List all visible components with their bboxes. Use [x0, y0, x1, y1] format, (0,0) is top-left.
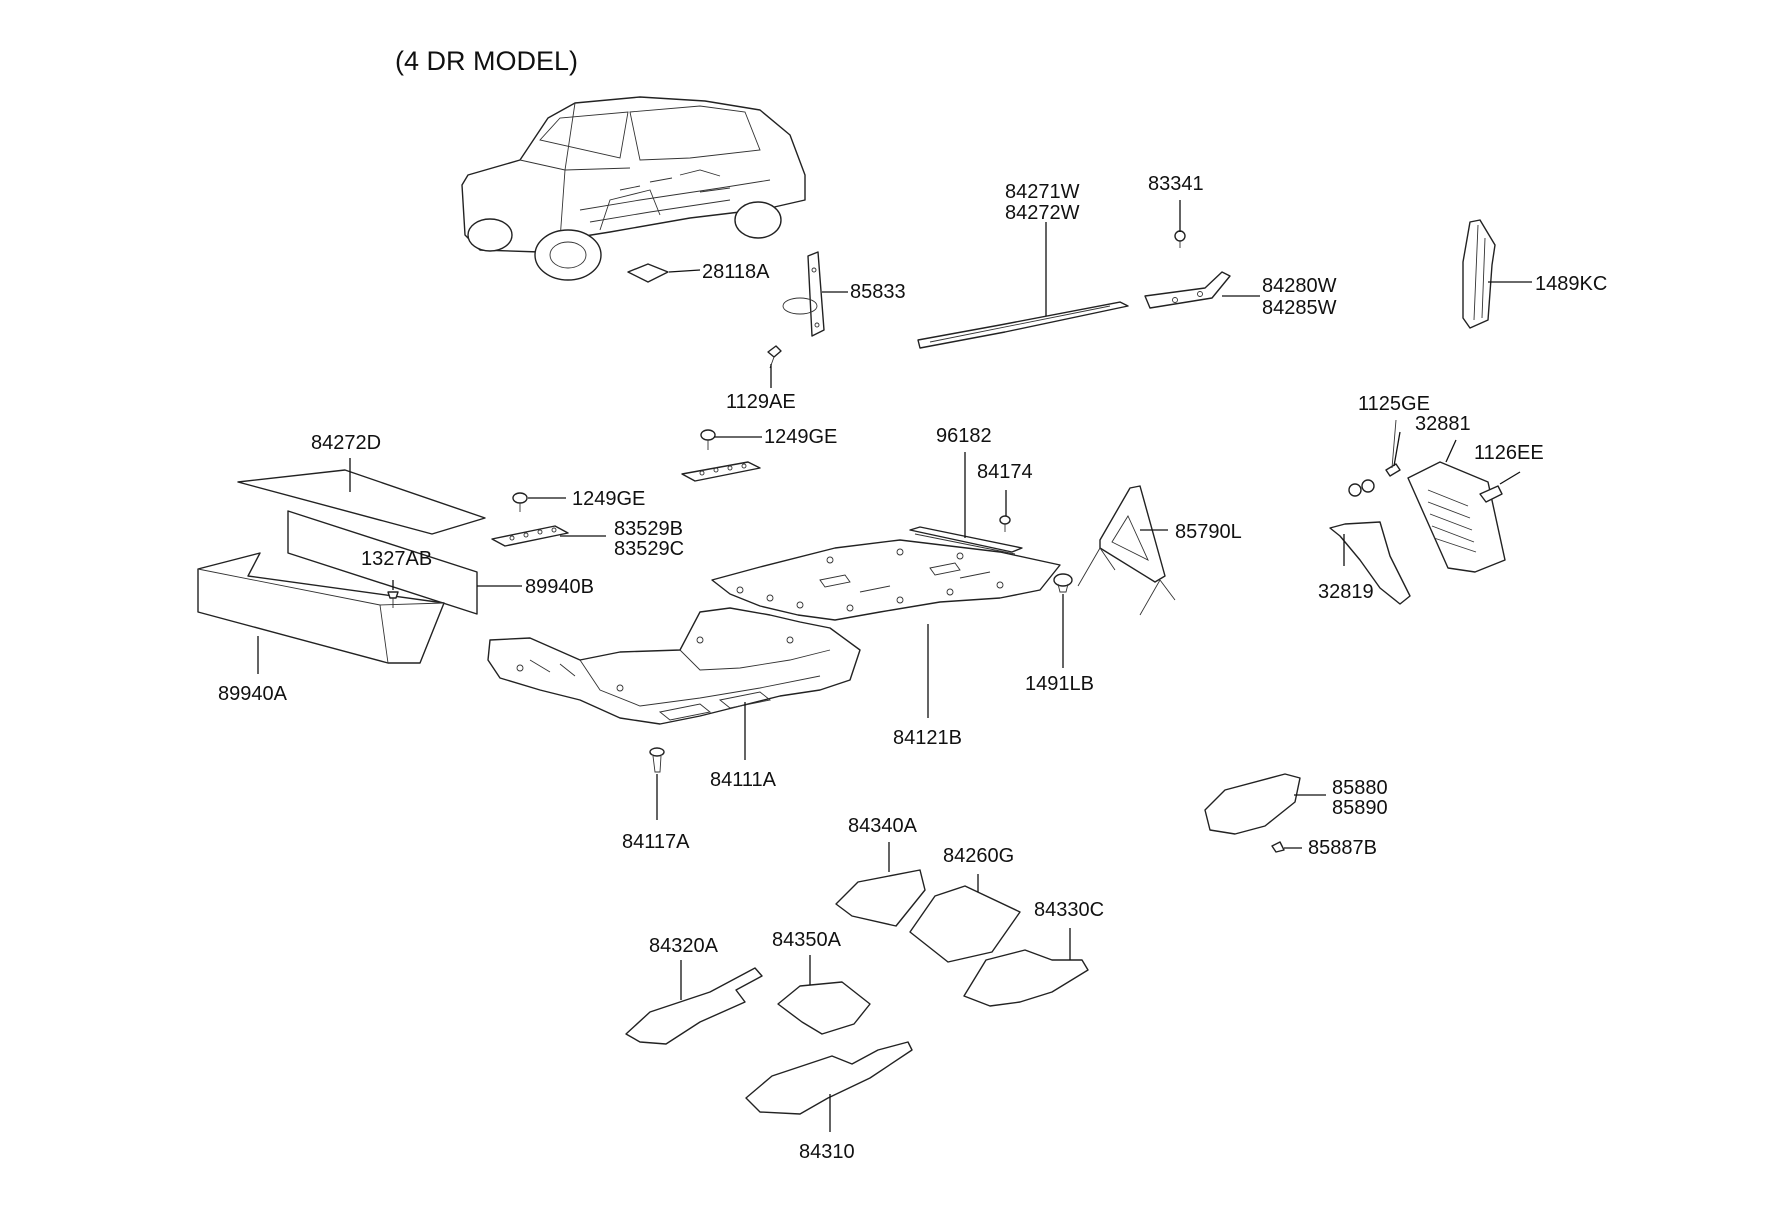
part-1125GE-washers	[1348, 479, 1375, 497]
label-1249GE-upper: 1249GE	[764, 426, 837, 448]
label-84117A: 84117A	[622, 831, 690, 853]
label-84272W: 84272W	[1005, 202, 1080, 224]
label-84330C: 84330C	[1034, 899, 1104, 921]
label-84280W: 84280W	[1262, 275, 1337, 297]
part-1126EE-bolt	[1479, 485, 1503, 503]
label-1125GE: 1125GE	[1358, 393, 1430, 415]
part-28118A-pad	[627, 263, 669, 283]
label-83341: 83341	[1148, 173, 1204, 195]
label-84310: 84310	[799, 1141, 855, 1163]
part-85880-trim	[1204, 773, 1301, 835]
label-84320A: 84320A	[649, 935, 719, 957]
leader-lines	[257, 200, 1532, 1132]
label-85833: 85833	[850, 281, 906, 303]
label-96182: 96182	[936, 425, 992, 447]
part-84271W-sill	[917, 301, 1129, 349]
label-85790L: 85790L	[1175, 521, 1242, 543]
part-85790L-warning-triangle	[1077, 485, 1176, 616]
part-labels: 28118A 85833 1129AE 84271W 84272W 83341 …	[218, 173, 1607, 1163]
part-84320A-mat	[625, 967, 763, 1045]
part-84350A-mat	[777, 981, 871, 1035]
part-96182-strip	[909, 526, 1023, 555]
label-85890: 85890	[1332, 797, 1388, 819]
diagram-title: (4 DR MODEL)	[395, 46, 578, 76]
part-84340A-mat	[835, 869, 926, 927]
label-89940A: 89940A	[218, 683, 288, 705]
label-83529B: 83529B	[614, 518, 683, 540]
label-1489KC: 1489KC	[1535, 273, 1607, 295]
label-84350A: 84350A	[772, 929, 842, 951]
part-84121B-rear-carpet	[711, 539, 1061, 621]
part-89940B-partition	[287, 510, 478, 615]
part-84260G-mat	[909, 885, 1021, 963]
label-84340A: 84340A	[848, 815, 918, 837]
label-32819: 32819	[1318, 581, 1374, 603]
part-32819-bracket	[1329, 521, 1411, 605]
part-32881-pedal	[1407, 461, 1506, 573]
label-89940B: 89940B	[525, 576, 594, 598]
part-84330C-mat	[963, 949, 1089, 1007]
part-bracket-upper	[681, 461, 761, 482]
label-84111A: 84111A	[710, 769, 777, 791]
part-1489KC-pillar-trim	[1462, 219, 1496, 329]
part-84272D-cover	[237, 469, 486, 535]
label-84272D: 84272D	[311, 432, 381, 454]
part-89940A-tray	[197, 552, 445, 664]
part-1129AE-screw	[767, 345, 782, 369]
part-85833-bracket	[782, 251, 825, 337]
part-1125GE-bolt	[1385, 419, 1401, 477]
label-84271W: 84271W	[1005, 181, 1080, 203]
vehicle-overview-illustration	[461, 96, 806, 281]
label-1126EE: 1126EE	[1474, 442, 1544, 464]
part-84174-screw	[999, 515, 1011, 532]
part-84111A-front-carpet	[487, 607, 861, 725]
label-84174: 84174	[977, 461, 1033, 483]
label-28118A: 28118A	[702, 261, 770, 283]
part-83341-screw	[1174, 230, 1186, 248]
part-85887B-clip	[1271, 841, 1285, 853]
label-1129AE: 1129AE	[726, 391, 796, 413]
label-85880: 85880	[1332, 777, 1388, 799]
part-84117A-screw	[649, 747, 665, 773]
label-84285W: 84285W	[1262, 297, 1337, 319]
label-32881: 32881	[1415, 413, 1471, 435]
label-1491LB: 1491LB	[1025, 673, 1094, 695]
part-83529B-bracket	[491, 525, 569, 547]
part-84310-mat	[745, 1041, 913, 1115]
part-1327AB-screw	[387, 591, 399, 608]
label-1327AB: 1327AB	[361, 548, 432, 570]
label-84260G: 84260G	[943, 845, 1014, 867]
label-84121B: 84121B	[893, 727, 962, 749]
label-83529C: 83529C	[614, 538, 684, 560]
part-1491LB-clip	[1053, 573, 1073, 593]
label-1249GE-left: 1249GE	[572, 488, 645, 510]
label-85887B: 85887B	[1308, 837, 1377, 859]
part-84280W-sill	[1144, 271, 1231, 309]
part-1249GE-clip-left	[512, 492, 528, 512]
part-1249GE-clip-upper	[700, 429, 716, 450]
